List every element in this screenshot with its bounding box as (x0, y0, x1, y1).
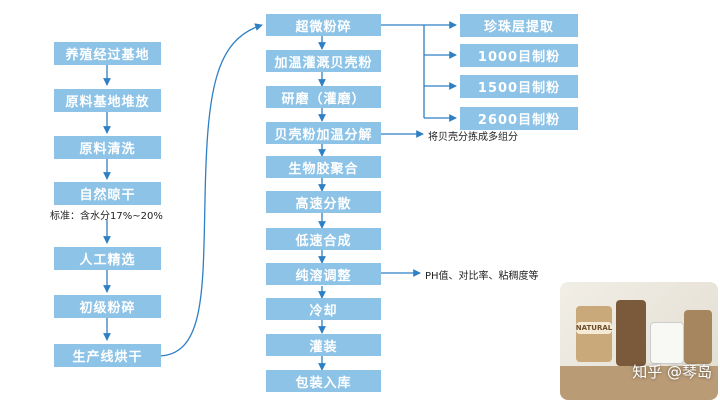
step-heated-decomposition: 贝壳粉加温分解 (266, 122, 381, 144)
step-ultrafine-crushing: 超微粉碎 (266, 14, 381, 36)
box-product (684, 310, 712, 364)
step-packaging-storage: 包装入库 (266, 370, 381, 392)
step-heated-irrigation: 加温灌溉贝壳粉 (266, 50, 381, 72)
output-2600-mesh-powder: 2600目制粉 (460, 107, 578, 130)
step-primary-crushing: 初级粉碎 (54, 295, 161, 318)
output-1000-mesh-powder: 1000目制粉 (460, 44, 578, 67)
step-breeding-base: 养殖经过基地 (54, 42, 161, 65)
base-shelf (560, 366, 718, 400)
step-cooling: 冷却 (266, 298, 381, 320)
decompose-annotation: 将贝壳分拣成多组分 (428, 132, 518, 143)
step-biogel-polymerization: 生物胶聚合 (266, 156, 381, 178)
output-nacre-extraction: 珍珠层提取 (460, 14, 578, 37)
step-natural-drying: 自然晾干 (54, 182, 161, 205)
output-1500-mesh-powder: 1500目制粉 (460, 75, 578, 98)
step-purity-adjustment: 纯溶调整 (266, 263, 381, 285)
adjust-annotation: PH值、对比率、粘稠度等 (425, 271, 539, 282)
step-high-speed-dispersion: 高速分散 (266, 191, 381, 213)
step-filling: 灌装 (266, 334, 381, 356)
product-photo: NATURAL 知乎 @琴岛 (560, 282, 718, 400)
step-line-drying: 生产线烘干 (54, 344, 161, 367)
moisture-standard-note: 标准：含水分17%~20% (50, 211, 163, 222)
watermark-text: 知乎 @琴岛 (632, 363, 712, 381)
jar-natural (576, 306, 612, 362)
step-grinding: 研磨（灌磨） (266, 86, 381, 108)
jar-label: NATURAL (575, 322, 613, 334)
bag-product (616, 300, 646, 366)
step-raw-material-stacking: 原料基地堆放 (54, 89, 161, 112)
step-raw-material-washing: 原料清洗 (54, 136, 161, 159)
step-manual-selection: 人工精选 (54, 247, 161, 270)
tub-white (650, 322, 684, 364)
step-low-speed-synthesis: 低速合成 (266, 228, 381, 250)
